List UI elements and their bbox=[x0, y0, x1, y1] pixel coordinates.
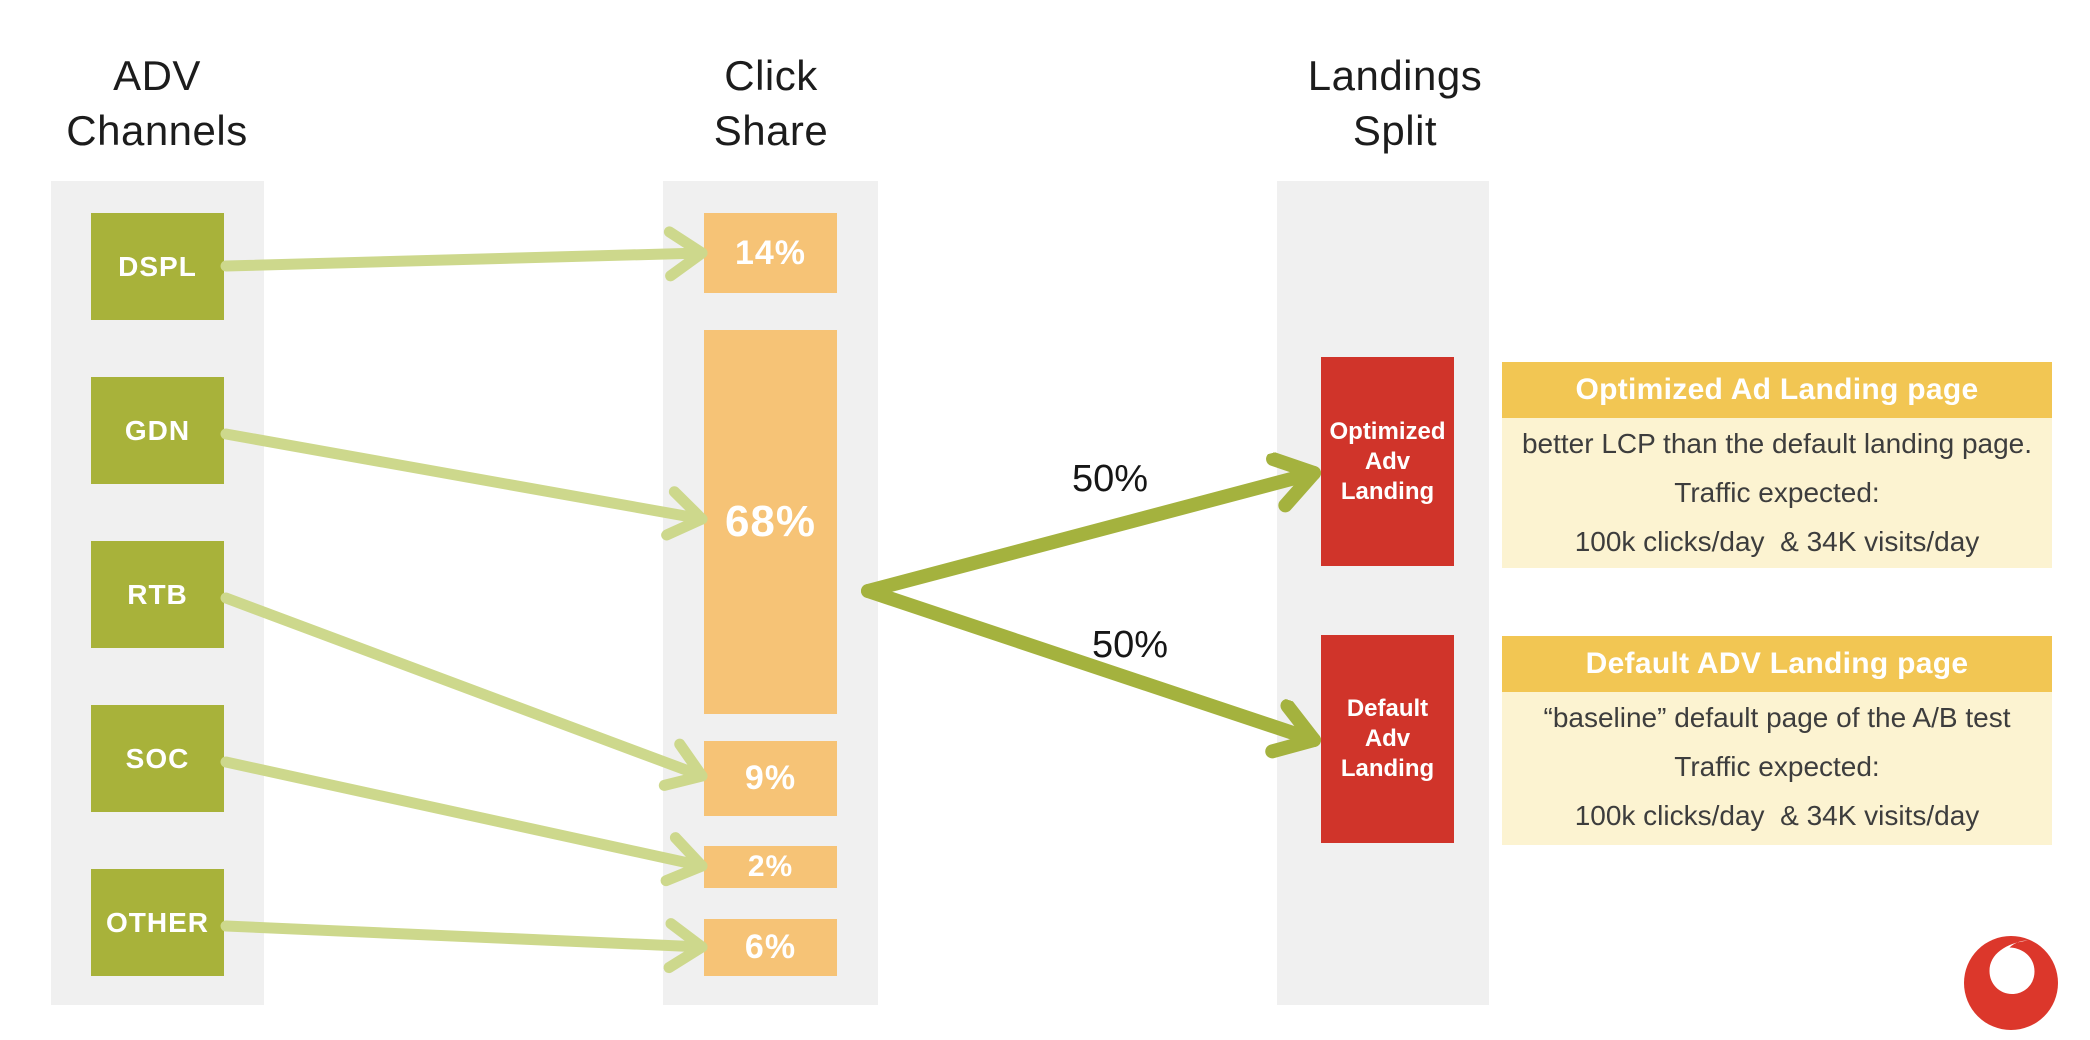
split-label-top: 50% bbox=[1071, 458, 1149, 500]
split-label-bottom: 50% bbox=[1091, 624, 1169, 666]
card-optimized-title: Optimized Ad Landing page bbox=[1502, 362, 2052, 418]
card-default: Default ADV Landing page “baseline” defa… bbox=[1502, 636, 2052, 845]
column-title-landings-split: Landings Split bbox=[1307, 52, 1483, 154]
click-share-box-2: 2% bbox=[704, 846, 837, 888]
channel-box-gdn: GDN bbox=[91, 377, 224, 484]
landing-box-default: Default Adv Landing bbox=[1321, 635, 1454, 843]
column-title-adv-channels: ADV Channels bbox=[66, 52, 248, 154]
click-share-box-6: 6% bbox=[704, 919, 837, 976]
arrow-dspl-to-14 bbox=[220, 226, 708, 282]
card-line: 100k clicks/day & 34K visits/day bbox=[1574, 800, 1980, 831]
click-share-box-9: 9% bbox=[704, 741, 837, 816]
click-share-box-68: 68% bbox=[704, 330, 837, 714]
card-default-title: Default ADV Landing page bbox=[1502, 636, 2052, 692]
card-optimized: Optimized Ad Landing page better LCP tha… bbox=[1502, 362, 2052, 568]
column-title-click-share: Click Share bbox=[713, 52, 829, 154]
landing-box-optimized: Optimized Adv Landing bbox=[1321, 357, 1454, 566]
card-line: Traffic expected: bbox=[1674, 751, 1880, 782]
channel-box-rtb: RTB bbox=[91, 541, 224, 648]
arrow-gdn-to-68 bbox=[220, 428, 708, 541]
card-default-body: “baseline” default page of the A/B test … bbox=[1502, 692, 2052, 845]
landings-split-panel bbox=[1277, 181, 1489, 1005]
channel-box-dspl: DSPL bbox=[91, 213, 224, 320]
vodafone-logo-icon bbox=[1964, 936, 2058, 1030]
arrow-soc-to-2 bbox=[220, 756, 708, 887]
card-line: 100k clicks/day & 34K visits/day bbox=[1574, 526, 1980, 557]
channel-box-soc: SOC bbox=[91, 705, 224, 812]
card-line: Traffic expected: bbox=[1674, 477, 1880, 508]
card-optimized-body: better LCP than the default landing page… bbox=[1502, 418, 2052, 568]
click-share-box-14: 14% bbox=[704, 213, 837, 293]
arrow-other-to-6 bbox=[220, 918, 708, 974]
card-line: “baseline” default page of the A/B test bbox=[1543, 702, 2011, 733]
arrow-rtb-to-9 bbox=[220, 592, 708, 791]
card-line: better LCP than the default landing page… bbox=[1521, 428, 2033, 459]
channel-box-other: OTHER bbox=[91, 869, 224, 976]
